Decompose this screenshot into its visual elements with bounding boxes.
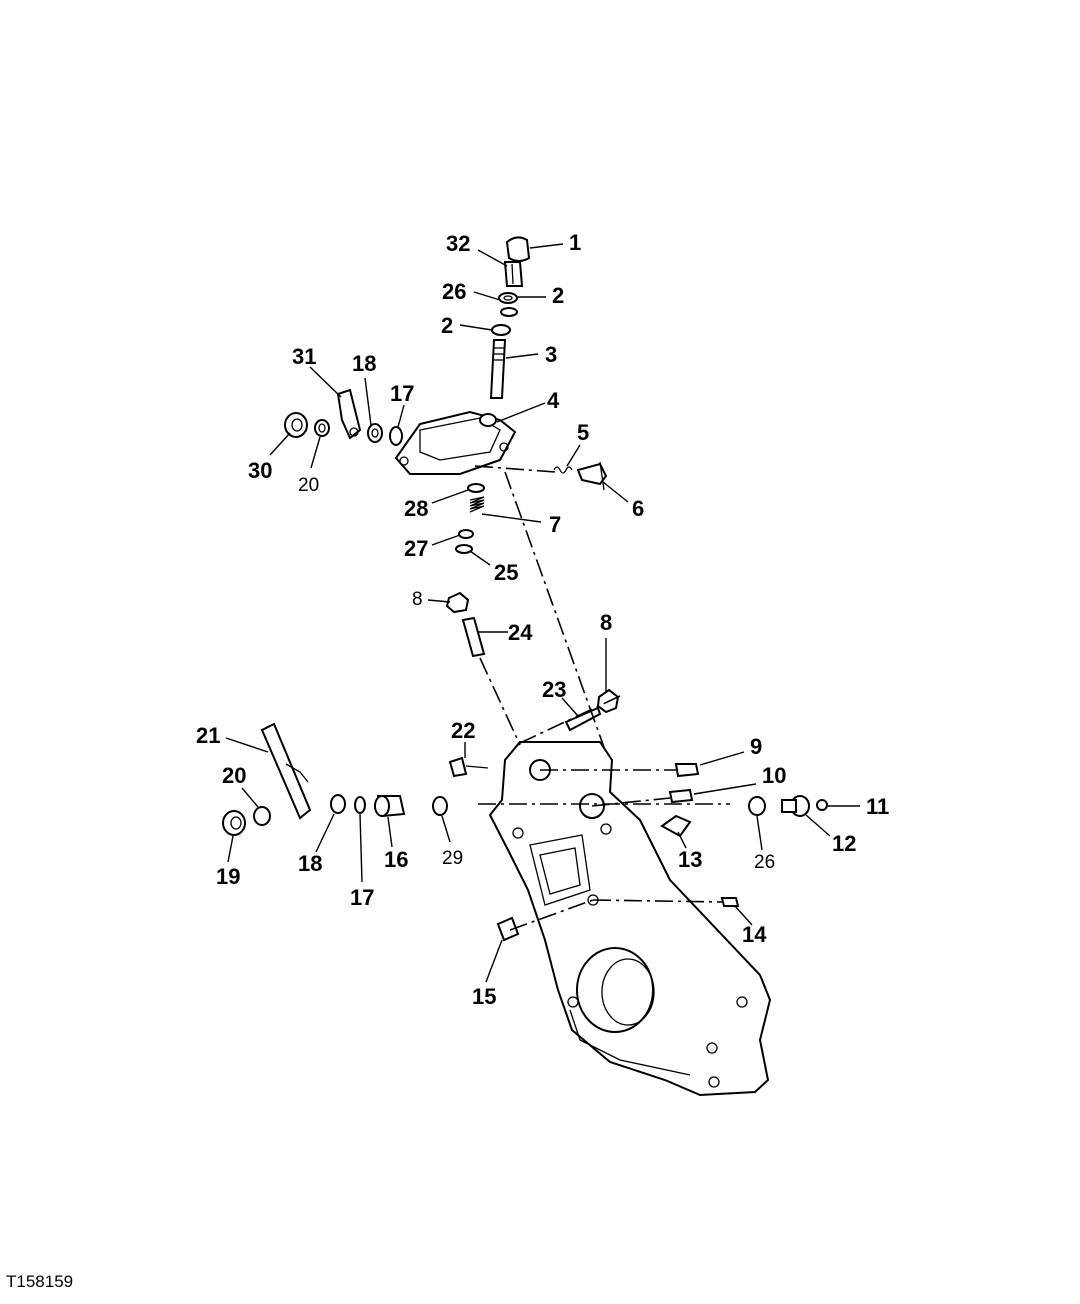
part-28-washer bbox=[467, 483, 485, 493]
callout-6: 6 bbox=[632, 496, 644, 521]
part-22-bolt bbox=[448, 756, 489, 778]
part-20-clip-upper bbox=[314, 419, 330, 437]
part-16-bushing bbox=[374, 795, 406, 818]
part-2-washer-lower bbox=[491, 324, 511, 336]
callout-18-upper: 18 bbox=[352, 351, 376, 376]
part-5-spring-small bbox=[553, 466, 573, 474]
callout-27: 27 bbox=[404, 536, 428, 561]
callout-1: 1 bbox=[569, 230, 581, 255]
callout-8-upper: 8 bbox=[412, 589, 423, 610]
part-8-nut-upper bbox=[445, 591, 470, 614]
callout-21: 21 bbox=[196, 723, 220, 748]
callout-2-upper: 2 bbox=[552, 283, 564, 308]
callout-18-lower: 18 bbox=[298, 851, 322, 876]
part-1-cap bbox=[505, 236, 531, 262]
callout-26-right: 26 bbox=[754, 852, 775, 873]
leader-lines bbox=[225, 243, 860, 983]
callout-7: 7 bbox=[549, 512, 561, 537]
part-2-washer-upper bbox=[500, 307, 518, 317]
part-18-washer-lower bbox=[330, 794, 346, 814]
part-25-washer bbox=[455, 544, 473, 554]
part-30-nut bbox=[284, 412, 308, 438]
part-26-washer-right bbox=[748, 796, 766, 816]
part-29-washer bbox=[432, 796, 448, 816]
part-4-cover bbox=[394, 410, 517, 475]
callout-25: 25 bbox=[494, 560, 518, 585]
part-27-washer bbox=[458, 529, 474, 539]
callout-26-upper: 26 bbox=[442, 279, 466, 304]
part-3-shaft bbox=[489, 339, 507, 399]
callout-13: 13 bbox=[678, 847, 702, 872]
callout-4: 4 bbox=[547, 388, 560, 413]
part-10-pin bbox=[668, 788, 694, 804]
callout-22: 22 bbox=[451, 718, 475, 743]
part-17-oring-upper bbox=[389, 426, 403, 446]
main-housing bbox=[488, 741, 772, 1097]
callout-3: 3 bbox=[545, 342, 557, 367]
part-15-plug bbox=[496, 916, 520, 942]
part-7-spring bbox=[469, 496, 485, 513]
callout-20-lower: 20 bbox=[222, 763, 246, 788]
part-31-lever bbox=[336, 388, 362, 440]
callout-20-upper: 20 bbox=[298, 475, 319, 496]
part-19-nut bbox=[222, 810, 246, 836]
part-14-pin bbox=[720, 897, 740, 907]
part-6-bracket bbox=[576, 461, 608, 491]
callout-30: 30 bbox=[248, 458, 272, 483]
part-26-washer bbox=[498, 292, 518, 304]
callout-29: 29 bbox=[442, 848, 463, 869]
callout-2-lower: 2 bbox=[441, 313, 453, 338]
callout-12: 12 bbox=[832, 831, 856, 856]
part-11-seal bbox=[816, 799, 828, 811]
callout-8-right: 8 bbox=[600, 610, 612, 635]
callout-24: 24 bbox=[508, 620, 533, 645]
callout-19: 19 bbox=[216, 864, 240, 889]
callout-10: 10 bbox=[762, 763, 786, 788]
part-24-stud bbox=[461, 616, 486, 658]
callout-28: 28 bbox=[404, 496, 428, 521]
figure-id-label: T158159 bbox=[6, 1272, 74, 1291]
part-32-nut bbox=[503, 261, 524, 287]
callout-17-upper: 17 bbox=[390, 381, 414, 406]
callout-14: 14 bbox=[742, 922, 767, 947]
part-20-clip-lower bbox=[253, 806, 271, 826]
callout-17-lower: 17 bbox=[350, 885, 374, 910]
part-13-fitting bbox=[660, 814, 692, 838]
callout-5: 5 bbox=[577, 420, 589, 445]
callout-9: 9 bbox=[750, 734, 762, 759]
part-17-oring-lower bbox=[354, 796, 366, 814]
callout-31: 31 bbox=[292, 344, 316, 369]
callout-15: 15 bbox=[472, 984, 496, 1009]
part-18-washer-upper bbox=[367, 423, 383, 443]
callout-11: 11 bbox=[866, 794, 889, 819]
part-21-lever bbox=[260, 722, 312, 820]
callout-16: 16 bbox=[384, 847, 408, 872]
callout-23: 23 bbox=[542, 677, 566, 702]
part-12-plug bbox=[781, 795, 810, 817]
callout-32: 32 bbox=[446, 231, 470, 256]
part-9-pin bbox=[674, 763, 700, 778]
